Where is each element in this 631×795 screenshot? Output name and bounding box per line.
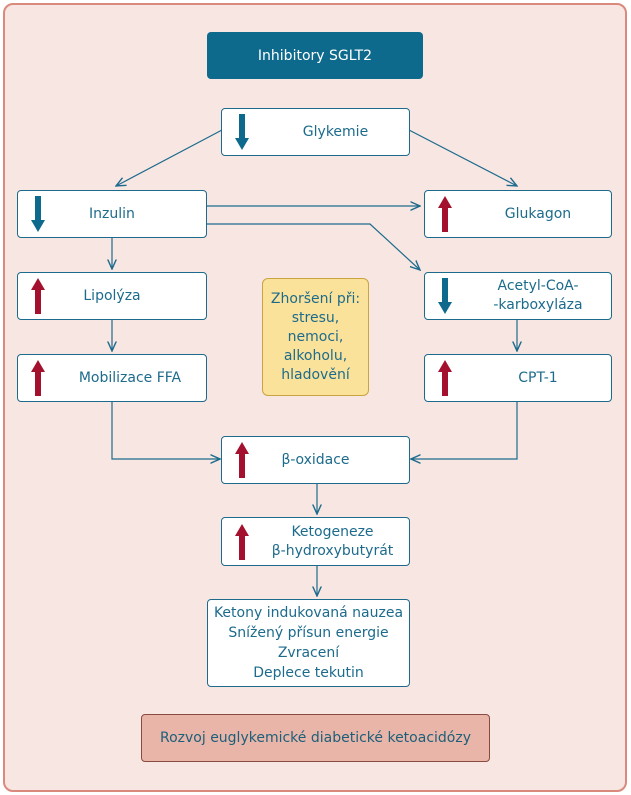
node-label-line2: β-hydroxybutyrát: [271, 542, 394, 559]
node-label: CPT-1: [518, 369, 558, 386]
node-label-line1: Acetyl-CoA-: [497, 278, 579, 294]
connector-inzulin-acetyl: [207, 223, 420, 270]
node-label: β-oxidace: [281, 451, 350, 468]
up-arrow-icon: [438, 360, 452, 396]
node-label-line2: -karboxyláza: [493, 297, 583, 313]
node-acetyl-coa-karboxylaza: Acetyl-CoA- -karboxyláza: [424, 272, 612, 320]
node-label: Glukagon: [504, 205, 572, 222]
aggravating-factors-note: Zhoršení při: stresu, nemoci, alkoholu, …: [262, 278, 369, 396]
diagram-title: Inhibitory SGLT2: [207, 32, 423, 79]
down-arrow-icon: [31, 196, 45, 232]
node-ketogeneze: Ketogeneze β-hydroxybutyrát: [221, 517, 410, 566]
consequence-item: Zvracení: [277, 645, 340, 661]
note-line: Zhoršení při:: [270, 290, 361, 307]
node-glukagon: Glukagon: [424, 190, 612, 238]
node-inzulin: Inzulin: [17, 190, 207, 238]
node-cpt1: CPT-1: [424, 354, 612, 402]
note-line: hladovění: [281, 366, 350, 383]
consequence-item: Ketony indukovaná nauzea: [213, 605, 404, 621]
node-label-line1: Ketogeneze: [291, 523, 374, 540]
node-label: Inzulin: [89, 205, 135, 222]
consequence-item: Deplece tekutin: [253, 665, 364, 681]
down-arrow-icon: [235, 114, 249, 150]
connector-ffa-oxidace: [111, 402, 220, 459]
node-consequences: Ketony indukovaná nauzea Snížený přísun …: [207, 599, 410, 687]
note-line: stresu,: [291, 309, 340, 326]
connector-glykemie-glukagon: [408, 129, 517, 186]
result-box: Rozvoj euglykemické diabetické ketoacidó…: [141, 714, 490, 762]
note-line: alkoholu,: [283, 347, 348, 364]
connector-cpt-oxidace: [411, 402, 518, 459]
down-arrow-icon: [438, 278, 452, 314]
node-mobilizace-ffa: Mobilizace FFA: [17, 354, 207, 402]
node-lipolyza: Lipolýza: [17, 272, 207, 320]
connector-glykemie-inzulin: [116, 129, 223, 186]
node-label: Glykemie: [302, 123, 369, 140]
up-arrow-icon: [31, 278, 45, 314]
node-label: Lipolýza: [83, 287, 141, 304]
consequence-item: Snížený přísun energie: [228, 625, 389, 641]
node-label: Mobilizace FFA: [78, 369, 182, 386]
note-line: nemoci,: [287, 328, 344, 345]
up-arrow-icon: [438, 196, 452, 232]
node-glykemie: Glykemie: [221, 108, 410, 156]
up-arrow-icon: [235, 523, 249, 560]
up-arrow-icon: [235, 442, 249, 478]
node-beta-oxidace: β-oxidace: [221, 436, 410, 484]
up-arrow-icon: [31, 360, 45, 396]
